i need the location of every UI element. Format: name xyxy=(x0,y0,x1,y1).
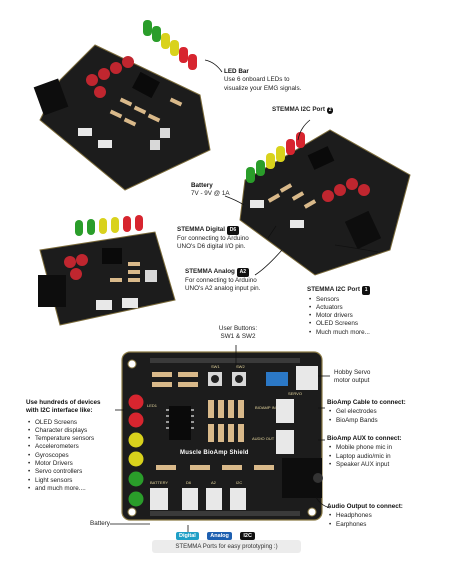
list-item: Gel electrodes xyxy=(329,408,447,417)
list-item: Laptop audio/mic in xyxy=(329,453,447,462)
user-buttons-line-2: SW1 & SW2 xyxy=(220,333,256,341)
list-item: Accelerometers xyxy=(28,443,118,452)
user-buttons-callout: User Buttons: SW1 & SW2 xyxy=(210,325,266,342)
hundreds-callout: Use hundreds of devices with I2C interfa… xyxy=(26,399,118,494)
hundreds-title-1: Use hundreds of devices xyxy=(26,399,101,406)
bioamp-cable-callout: BioAmp Cable to connect: Gel electrodes … xyxy=(327,399,447,425)
list-item: Gyroscopes xyxy=(28,452,118,461)
stemma-legend: Digital Analog I2C xyxy=(176,524,255,542)
right-board-illustration xyxy=(239,129,411,276)
silk-a2: A2 xyxy=(211,480,216,485)
list-item: Temperature sensors xyxy=(28,435,118,444)
silk-servo: SERVO xyxy=(288,391,302,396)
left-board-illustration xyxy=(38,215,176,326)
list-item: OLED Screens xyxy=(309,320,417,329)
stemma-digital-line-2: UNO's D6 digital I/O pin. xyxy=(177,242,246,250)
battery-top-title: Battery xyxy=(191,182,213,189)
audio-out-callout: Audio Output to connect: Headphones Earp… xyxy=(327,503,447,529)
list-item: Light sensors xyxy=(28,477,118,486)
battery-top-text: 7V - 9V @ 1A xyxy=(191,190,230,198)
list-item: OLED Screens xyxy=(28,419,118,428)
led-bar-callout: LED Bar Use 6 onboard LEDs to visualize … xyxy=(224,68,344,93)
list-item: and much more.... xyxy=(28,485,118,494)
legend-digital: Digital xyxy=(176,532,199,540)
bioamp-aux-callout: BioAmp AUX to connect: Mobile phone mic … xyxy=(327,435,447,469)
stemma-analog-line-1: For connecting to Arduino xyxy=(185,276,257,284)
led-bar-line-1: Use 6 onboard LEDs to xyxy=(224,76,290,84)
stemma-i2c-2-title: STEMMA I2C Port xyxy=(272,106,325,113)
stemma-digital-callout: STEMMA Digital D6 For connecting to Ardu… xyxy=(177,226,297,251)
stemma-analog-badge: A2 xyxy=(236,268,250,277)
stemma-i2c-2-callout: STEMMA I2C Port 2 xyxy=(272,106,334,114)
stemma-i2c-2-badge: 2 xyxy=(326,107,334,114)
stemma-digital-line-1: For connecting to Arduino xyxy=(177,234,249,242)
silk-sw1: SW1 xyxy=(211,364,220,369)
list-item: Servo controllers xyxy=(28,468,118,477)
top-board-illustration xyxy=(33,20,211,191)
stemma-digital-badge: D6 xyxy=(226,226,240,235)
audio-out-list: Headphones Earphones xyxy=(327,512,447,529)
list-item: BioAmp Bands xyxy=(329,417,447,426)
list-item: Headphones xyxy=(329,512,447,521)
board-name-silk: Muscle BioAmp Shield xyxy=(180,450,249,456)
bioamp-aux-title: BioAmp AUX to connect: xyxy=(327,435,402,442)
legend-i2c: I2C xyxy=(240,532,255,540)
list-item: Actuators xyxy=(309,304,417,313)
silk-sw2: SW2 xyxy=(236,364,245,369)
led-bar-title: LED Bar xyxy=(224,68,249,75)
list-item: Character displays xyxy=(28,427,118,436)
bioamp-cable-list: Gel electrodes BioAmp Bands xyxy=(327,408,447,425)
stemma-analog-callout: STEMMA Analog A2 For connecting to Ardui… xyxy=(185,268,310,293)
stemma-i2c-1-badge: 1 xyxy=(361,286,371,295)
legend-analog: Analog xyxy=(207,532,232,540)
stemma-analog-line-2: UNO's A2 analog input pin. xyxy=(185,284,261,292)
list-item: Speaker AUX input xyxy=(329,461,447,470)
bioamp-cable-title: BioAmp Cable to connect: xyxy=(327,399,406,406)
stemma-i2c-1-callout: STEMMA I2C Port 1 Sensors Actuators Moto… xyxy=(307,286,417,337)
list-item: Mobile phone mic in xyxy=(329,444,447,453)
user-buttons-line-1: User Buttons: xyxy=(218,325,258,332)
silk-bioamp-in: BIOAMP IN xyxy=(255,405,276,410)
silk-battery: BATTERY xyxy=(150,480,169,485)
list-item: Earphones xyxy=(329,521,447,530)
left-led-bar xyxy=(75,215,143,236)
right-led-bar xyxy=(246,132,305,183)
led-bar-line-2: visualize your EMG signals. xyxy=(224,84,302,92)
hundreds-list: OLED Screens Character displays Temperat… xyxy=(26,419,118,494)
servo-line-2: motor output xyxy=(334,377,370,385)
silk-audio-out: AUDIO OUT xyxy=(252,436,275,441)
callout-lines xyxy=(110,59,379,537)
list-item: Much much more... xyxy=(309,329,417,338)
stemma-i2c-1-list: Sensors Actuators Motor drivers OLED Scr… xyxy=(307,296,417,338)
servo-callout: Hobby Servo motor output xyxy=(334,369,370,386)
silk-i2c: I2C xyxy=(236,480,243,485)
bioamp-aux-list: Mobile phone mic in Laptop audio/mic in … xyxy=(327,444,447,469)
silk-d6: D6 xyxy=(186,480,192,485)
silk-led1: LED1 xyxy=(147,403,158,408)
battery-top-callout: Battery 7V - 9V @ 1A xyxy=(191,182,230,199)
list-item: Motor drivers xyxy=(309,312,417,321)
top-led-bar xyxy=(143,20,197,70)
stemma-digital-title: STEMMA Digital xyxy=(177,226,226,233)
battery-bottom-callout: Battery xyxy=(90,520,110,527)
main-board-illustration xyxy=(121,351,323,521)
footer-note: STEMMA Ports for easy prototyping :) xyxy=(152,540,301,553)
servo-line-1: Hobby Servo xyxy=(334,369,371,376)
hundreds-title-2: with I2C interface like: xyxy=(26,407,93,415)
main-led-bar xyxy=(128,394,144,507)
list-item: Sensors xyxy=(309,296,417,305)
list-item: Motor Drivers xyxy=(28,460,118,469)
audio-out-title: Audio Output to connect: xyxy=(327,503,403,510)
stemma-analog-title: STEMMA Analog xyxy=(185,268,235,275)
stemma-i2c-1-title: STEMMA I2C Port xyxy=(307,286,360,293)
